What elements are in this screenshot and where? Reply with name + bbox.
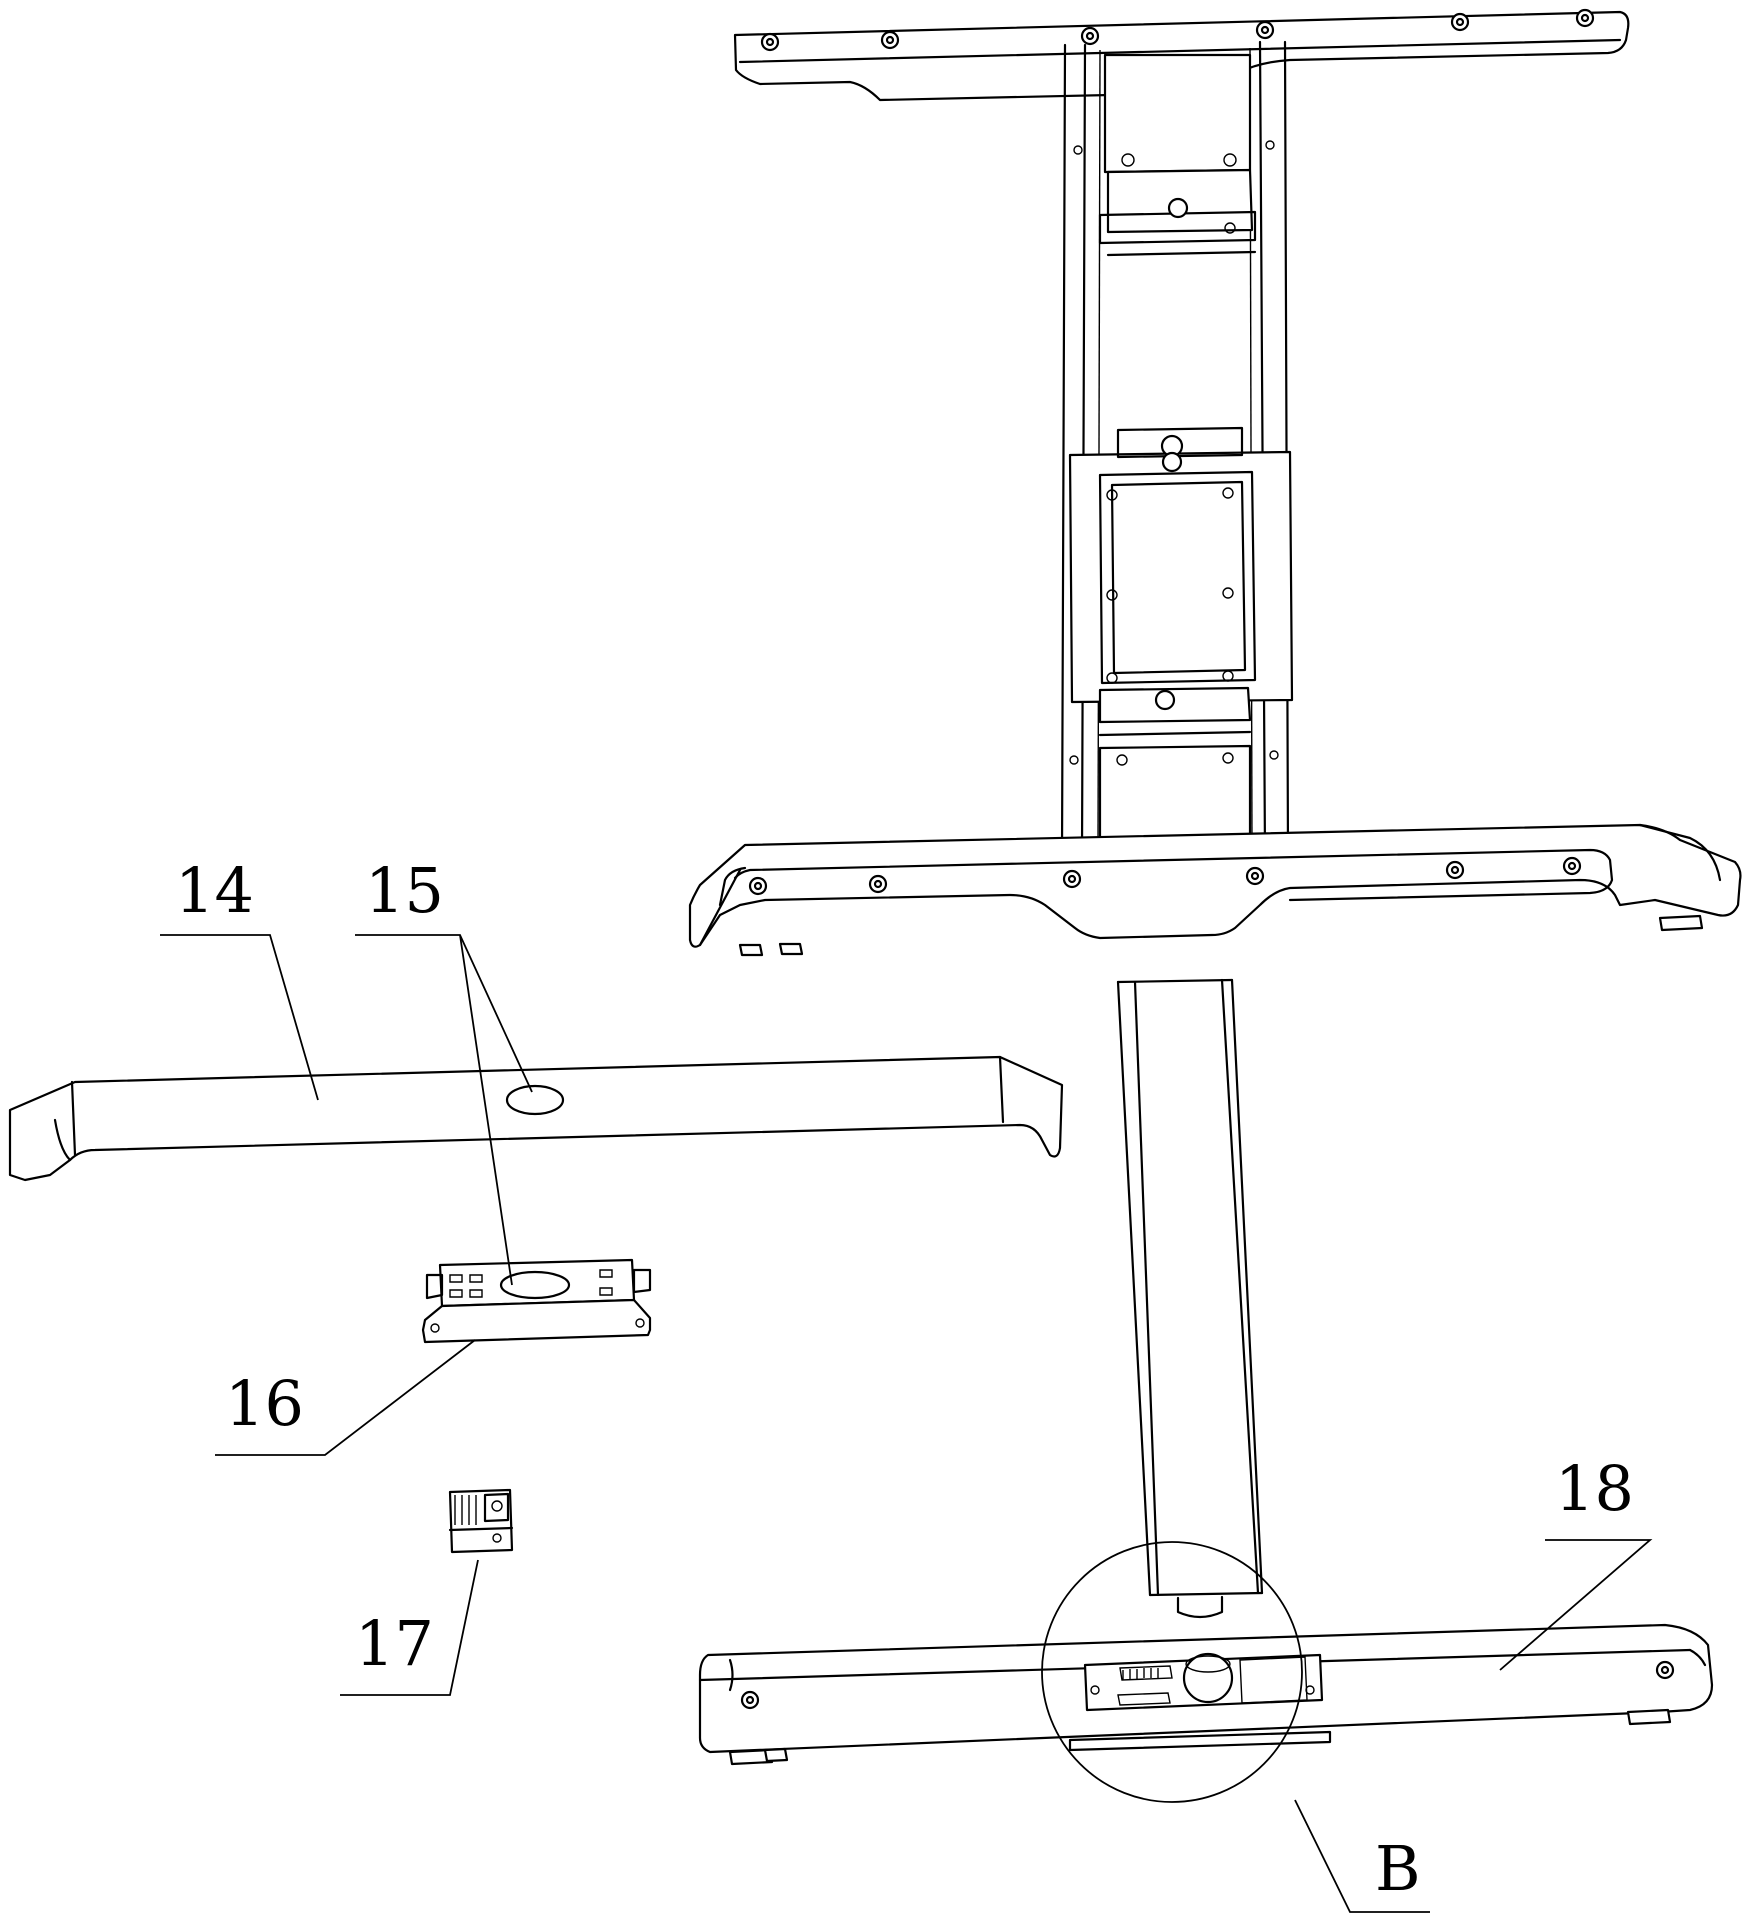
middle-cross-beam bbox=[690, 825, 1740, 955]
base-foot bbox=[700, 1625, 1712, 1764]
part-14-crossbar bbox=[10, 1057, 1062, 1180]
label-16: 16 bbox=[225, 1367, 304, 1440]
label-18: 18 bbox=[1555, 1452, 1634, 1525]
label-b: B bbox=[1375, 1832, 1421, 1905]
part-15-hole-top bbox=[507, 1086, 563, 1114]
part-16-bracket bbox=[423, 1260, 650, 1342]
label-17: 17 bbox=[355, 1607, 434, 1680]
label-15: 15 bbox=[365, 854, 444, 927]
lower-column bbox=[1118, 980, 1262, 1617]
part-17-connector bbox=[450, 1490, 512, 1552]
upright-column-upper bbox=[1062, 42, 1292, 855]
label-14: 14 bbox=[175, 854, 254, 927]
